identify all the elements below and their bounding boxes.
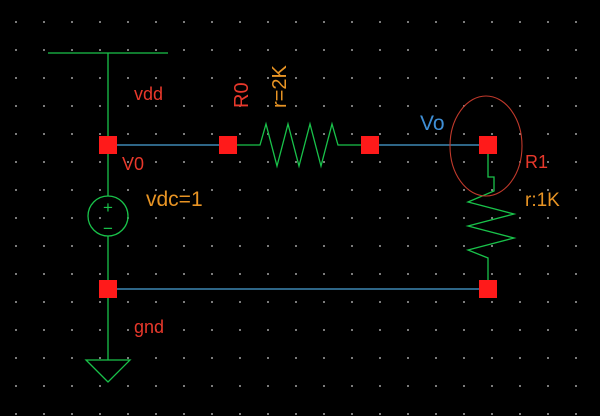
pin-r0-left[interactable] (219, 136, 237, 154)
param-label-r1: r:1K (525, 190, 560, 211)
net-label-vdd: vdd (134, 84, 163, 104)
resistor-r1-body[interactable] (465, 145, 517, 289)
pin-v0-plus[interactable] (99, 136, 117, 154)
param-label-vdc: vdc=1 (146, 188, 203, 211)
instance-label-v0: V0 (122, 154, 144, 174)
ground-symbol (84, 359, 132, 383)
resistor-r0-body[interactable] (228, 121, 370, 169)
source-plus-sign: + (103, 198, 113, 217)
probe-highlight-ring (449, 95, 523, 197)
instance-label-r0: R0 (231, 82, 253, 108)
net-label-vo: Vo (420, 112, 445, 135)
param-label-r0: r=2K (269, 65, 291, 108)
pin-v0-minus[interactable] (99, 280, 117, 298)
instance-label-r1: R1 (525, 152, 548, 172)
pin-r0-right[interactable] (361, 136, 379, 154)
pin-r1-top[interactable] (479, 136, 497, 154)
pin-r1-bottom[interactable] (479, 280, 497, 298)
net-label-gnd: gnd (134, 317, 164, 337)
source-minus-sign: − (103, 219, 113, 238)
